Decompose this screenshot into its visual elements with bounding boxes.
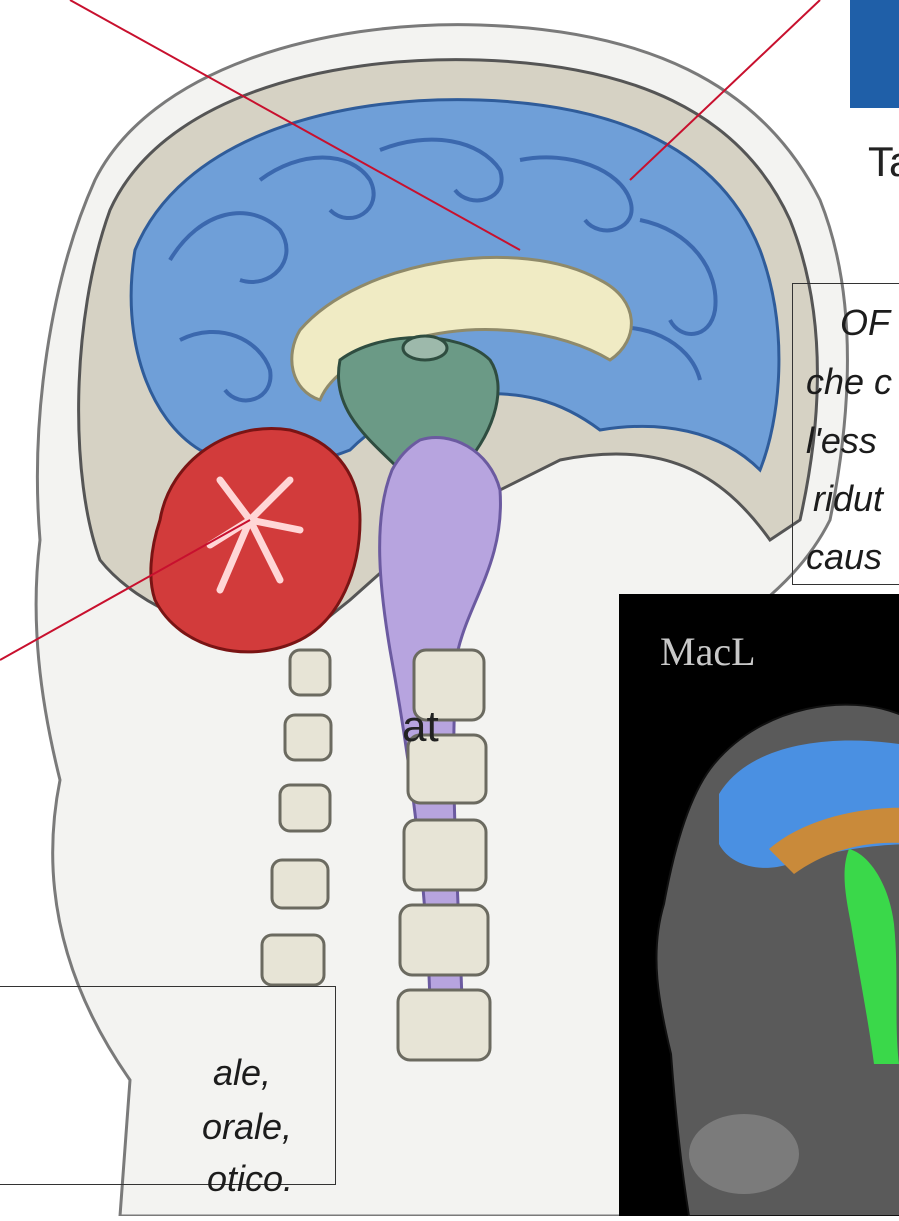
right-box-line-2: che c [806,361,892,403]
right-box-line-1: OF [840,302,890,344]
blue-title-block [850,0,899,108]
label-middle-left: at [402,702,439,752]
mri-image [619,594,899,1216]
label-top-right: Ta [868,138,899,186]
right-box-line-5: caus [806,536,882,578]
thalamic-nucleus [403,336,447,360]
left-box-line-3: otico. [207,1158,293,1200]
mri-jaw [689,1114,799,1194]
right-box-line-4: ridut [813,478,883,520]
right-box-line-3: l'ess [806,420,877,462]
left-note-box [0,986,336,1185]
mri-label: MacL [660,628,756,675]
mri-panel [619,594,899,1216]
left-box-line-2: orale, [202,1106,292,1148]
left-box-line-1: ale, [213,1052,271,1094]
